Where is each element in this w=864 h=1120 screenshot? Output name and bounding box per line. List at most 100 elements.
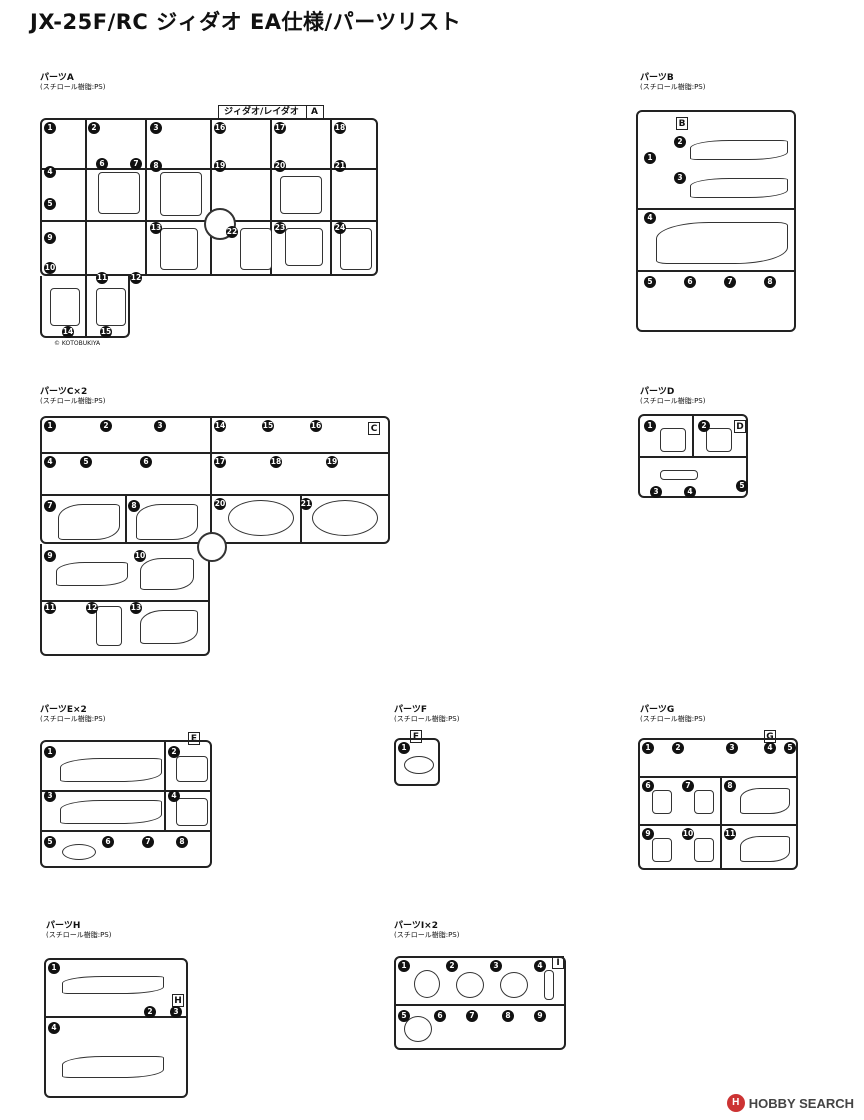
part-number: 6	[102, 836, 114, 848]
part-number: 18	[334, 122, 346, 134]
part-shape	[404, 1016, 432, 1042]
part-number: 13	[150, 222, 162, 234]
sprue-a-bar	[330, 118, 332, 276]
sprue-g-bar	[638, 824, 798, 826]
part-number: 3	[490, 960, 502, 972]
part-number: 15	[262, 420, 274, 432]
part-number: 5	[784, 742, 796, 754]
part-number: 3	[154, 420, 166, 432]
part-number: 12	[86, 602, 98, 614]
sprue-d-tag: D	[734, 420, 746, 433]
part-number: 14	[62, 326, 74, 338]
part-number: 10	[682, 828, 694, 840]
section-g-title: パーツG	[640, 705, 675, 715]
part-number: 17	[274, 122, 286, 134]
part-shape	[96, 606, 122, 646]
part-shape	[50, 288, 80, 326]
part-shape	[98, 172, 140, 214]
part-shape	[414, 970, 440, 998]
part-number: 3	[650, 486, 662, 498]
section-a-banner: ジィダオ/レイダオ A	[218, 105, 324, 119]
part-number: 2	[168, 746, 180, 758]
part-number: 18	[270, 456, 282, 468]
part-number: 3	[674, 172, 686, 184]
sprue-a-bar	[145, 118, 147, 276]
sprue-g-bar	[638, 776, 798, 778]
sprue-h-runner	[44, 958, 188, 1098]
part-shape	[60, 800, 162, 824]
part-number: 2	[698, 420, 710, 432]
part-number: 20	[214, 498, 226, 510]
part-shape	[176, 798, 208, 826]
sprue-c-bar	[210, 416, 212, 544]
part-number: 11	[724, 828, 736, 840]
part-shape	[60, 758, 162, 782]
banner-text: ジィダオ/レイダオ	[223, 107, 299, 117]
part-number: 6	[140, 456, 152, 468]
part-number: 7	[130, 158, 142, 170]
sprue-a-runner-main	[40, 118, 378, 276]
part-shape	[160, 228, 198, 270]
section-d-material: (スチロール樹脂:PS)	[640, 397, 706, 405]
part-shape	[96, 288, 126, 326]
part-number: 4	[44, 456, 56, 468]
sprue-c-bar	[40, 600, 210, 602]
sprue-c-bar	[125, 494, 127, 544]
sprue-a-center-ring	[204, 208, 236, 240]
part-number: 5	[398, 1010, 410, 1022]
part-number: 16	[214, 122, 226, 134]
part-number: 20	[274, 160, 286, 172]
part-shape	[58, 504, 120, 540]
part-number: 2	[446, 960, 458, 972]
part-number: 1	[644, 152, 656, 164]
part-number: 7	[682, 780, 694, 792]
sprue-h-tag: H	[172, 994, 184, 1007]
section-g-material: (スチロール樹脂:PS)	[640, 715, 706, 723]
part-number: 1	[48, 962, 60, 974]
sprue-d-bar	[692, 414, 694, 456]
part-number: 5	[736, 480, 748, 492]
part-number: 4	[684, 486, 696, 498]
sprue-b-tag: B	[676, 117, 688, 130]
section-h-title: パーツH	[46, 921, 81, 931]
part-shape	[694, 838, 714, 862]
part-number: 4	[168, 790, 180, 802]
sprue-e-bar	[40, 790, 212, 792]
part-number: 11	[44, 602, 56, 614]
part-number: 8	[724, 780, 736, 792]
section-i-material: (スチロール樹脂:PS)	[394, 931, 460, 939]
part-number: 4	[44, 166, 56, 178]
sprue-e-bar	[164, 740, 166, 830]
part-number: 2	[88, 122, 100, 134]
sprue-h-bar	[44, 1016, 188, 1018]
part-shape	[652, 838, 672, 862]
part-shape	[240, 228, 272, 270]
copyright-label: © KOTOBUKIYA	[54, 340, 101, 347]
part-shape	[404, 756, 434, 774]
part-number: 2	[674, 136, 686, 148]
part-number: 5	[644, 276, 656, 288]
part-shape	[176, 756, 208, 782]
part-number: 12	[130, 272, 142, 284]
part-number: 4	[644, 212, 656, 224]
hobby-search-logo-icon: H	[726, 1094, 745, 1112]
sprue-d-bar	[638, 456, 748, 458]
part-number: 23	[274, 222, 286, 234]
sprue-b-bar	[636, 208, 796, 210]
part-shape	[660, 470, 698, 480]
part-shape	[140, 558, 194, 590]
part-shape	[694, 790, 714, 814]
part-shape	[544, 970, 554, 1000]
section-i-title: パーツI×2	[394, 921, 438, 931]
part-number: 1	[644, 420, 656, 432]
part-shape	[456, 972, 484, 998]
part-number: 1	[398, 960, 410, 972]
sprue-c-bar	[300, 494, 302, 544]
part-number: 11	[96, 272, 108, 284]
part-number: 15	[100, 326, 112, 338]
part-number: 24	[334, 222, 346, 234]
part-number: 3	[150, 122, 162, 134]
sprue-a-bar	[40, 168, 378, 170]
section-c-material: (スチロール樹脂:PS)	[40, 397, 106, 405]
part-number: 2	[100, 420, 112, 432]
